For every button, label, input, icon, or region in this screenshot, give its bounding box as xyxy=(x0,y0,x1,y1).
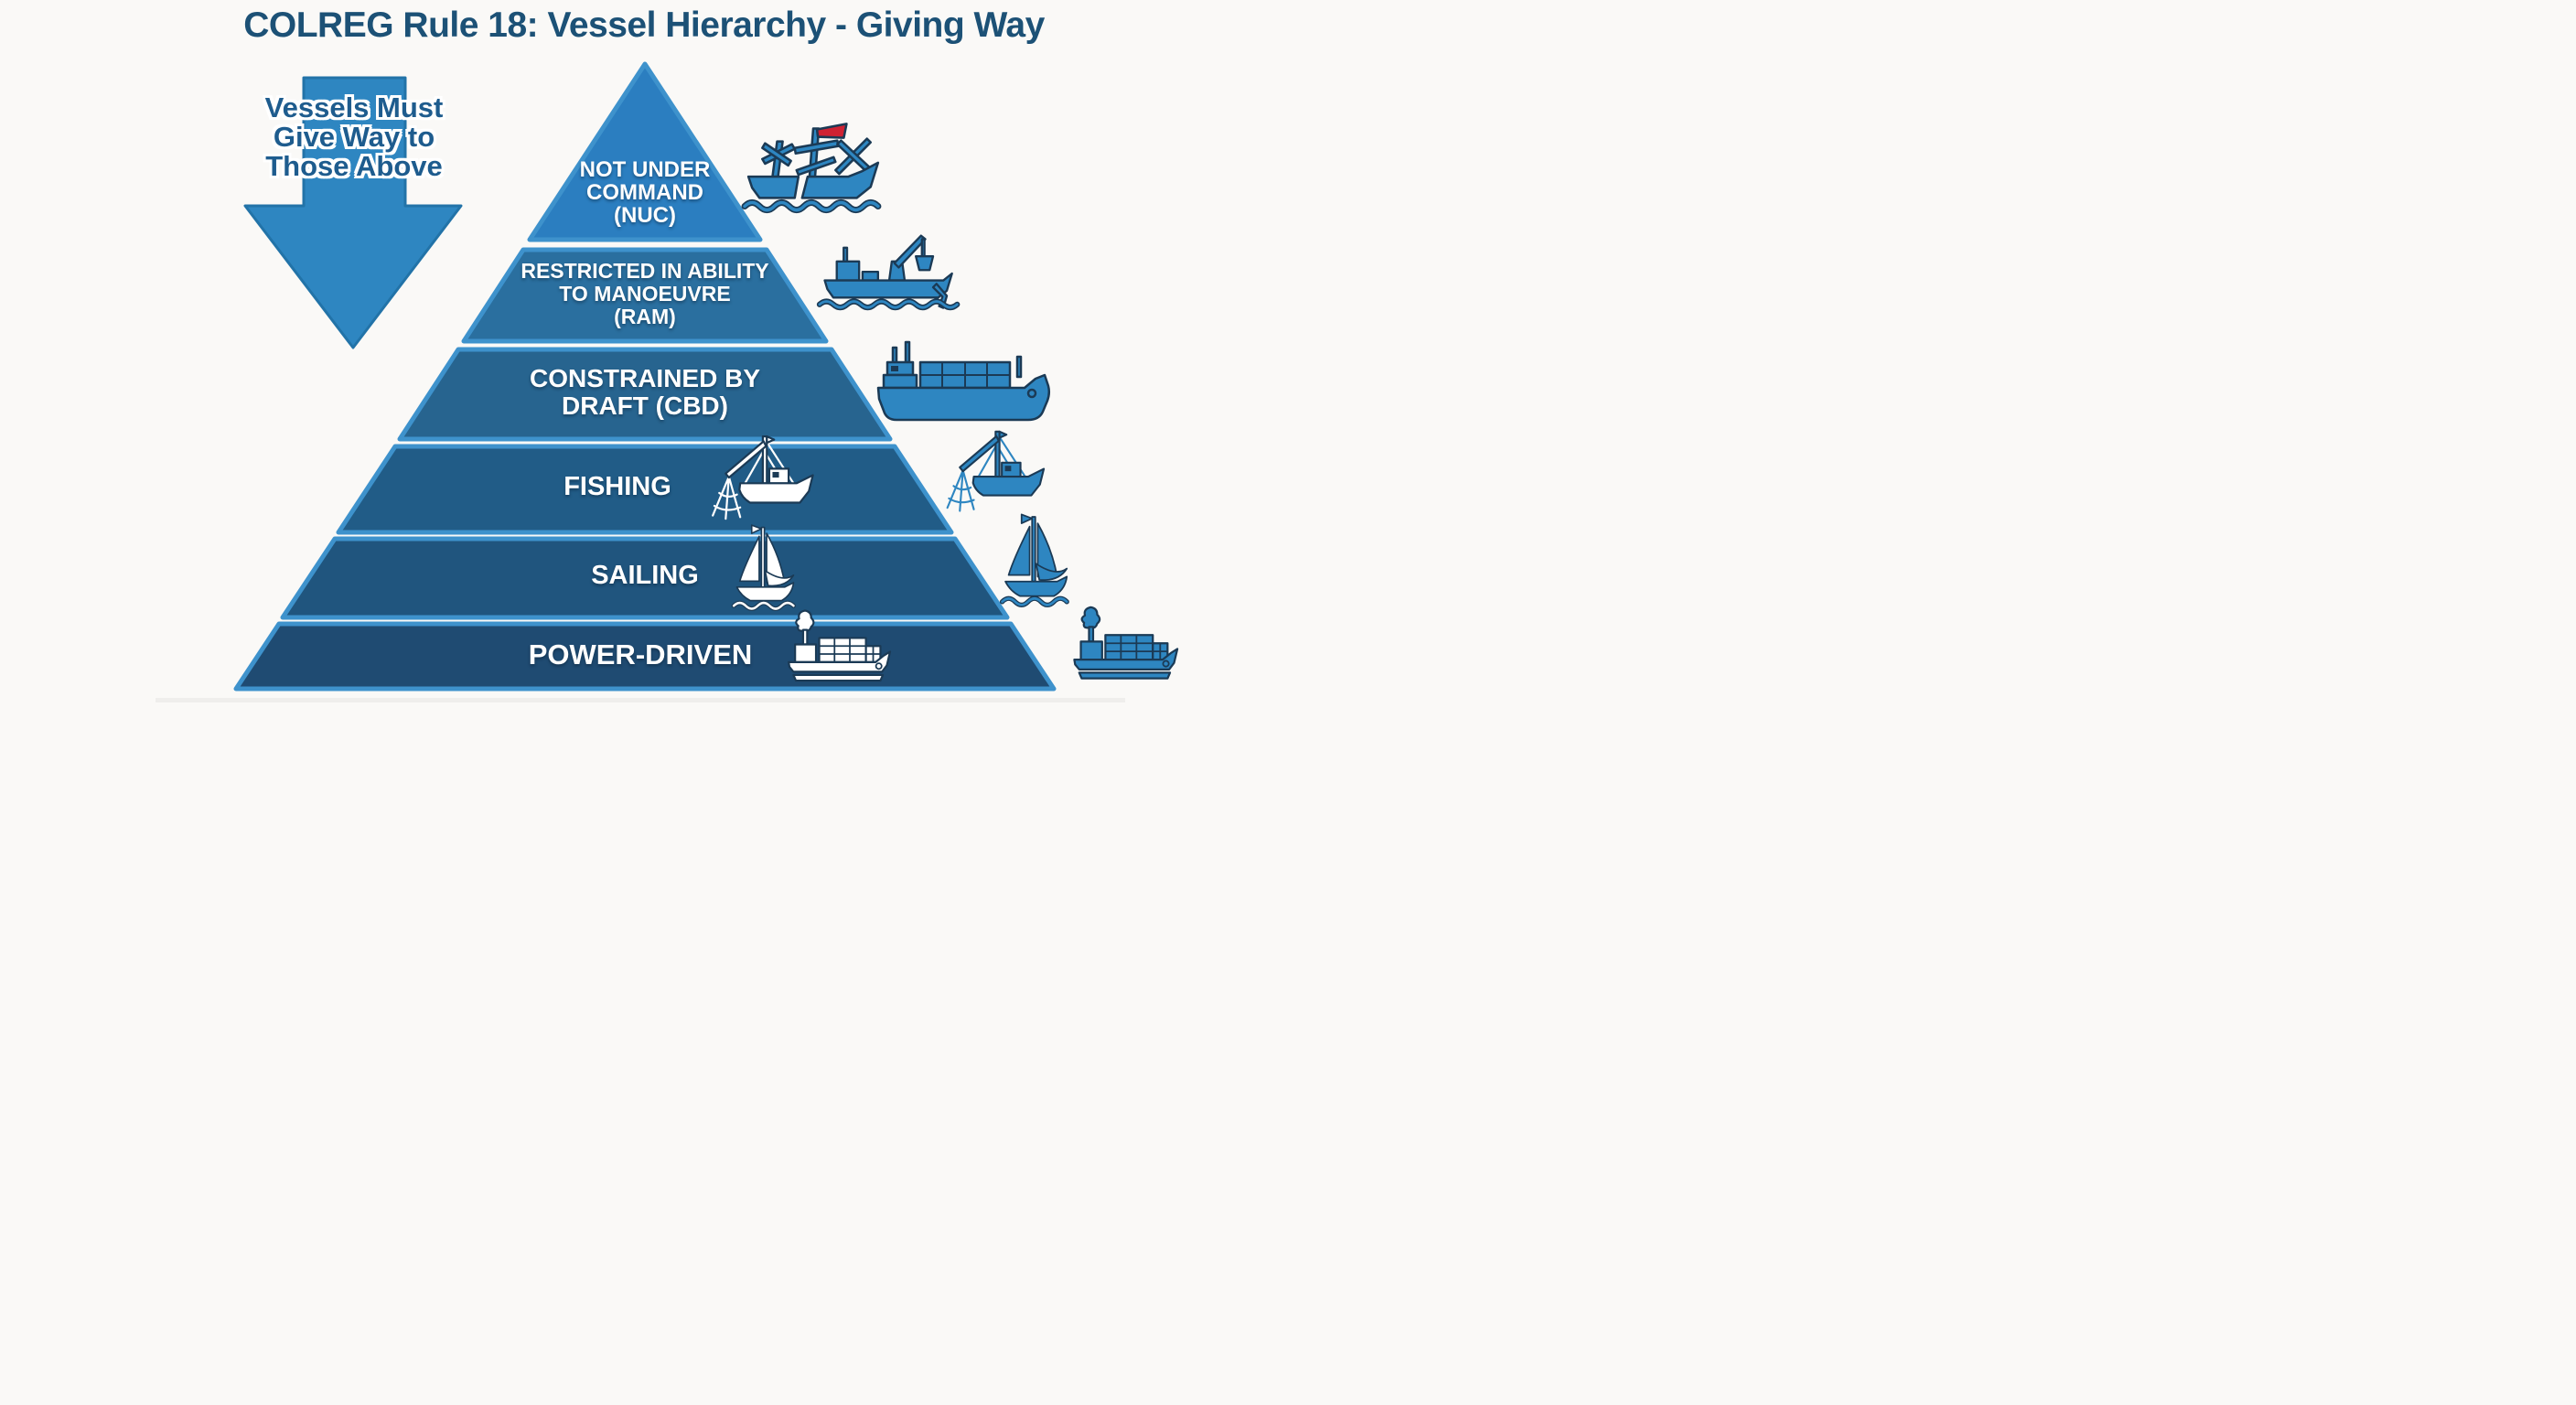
fishing-trawler-icon xyxy=(693,430,831,527)
label-line: DRAFT (CBD) xyxy=(562,391,728,420)
bottom-shadow-line xyxy=(156,698,1125,702)
label-constrained-by-draft: CONSTRAINED BY DRAFT (CBD) xyxy=(407,365,883,420)
container-ship-icon xyxy=(761,607,898,688)
colreg-hierarchy-diagram: COLREG Rule 18: Vessel Hierarchy - Givin… xyxy=(0,0,1288,702)
label-not-under-command: NOT UNDER COMMAND (NUC) xyxy=(499,158,791,227)
label-line: POWER-DRIVEN xyxy=(528,638,753,670)
sailboat-icon-blue xyxy=(997,510,1070,607)
band-cbd xyxy=(397,347,893,442)
damaged-ship-icon xyxy=(739,117,887,220)
label-line: RESTRICTED IN ABILITY xyxy=(521,259,769,283)
label-line: SAILING xyxy=(591,561,699,590)
label-restricted-in-ability: RESTRICTED IN ABILITY TO MANOEUVRE (RAM) xyxy=(453,260,837,328)
label-sailing: SAILING xyxy=(389,561,901,591)
arrow-label-line: Those Above xyxy=(265,150,443,183)
container-ship-icon-blue xyxy=(1046,604,1186,686)
label-line: (RAM) xyxy=(614,305,676,328)
label-line: TO MANOEUVRE xyxy=(559,282,731,306)
label-line: FISHING xyxy=(564,472,671,501)
band-nuc xyxy=(527,61,763,242)
label-line: (NUC) xyxy=(614,203,676,228)
sailboat-icon xyxy=(729,521,797,611)
arrow-label-line: Give Way to xyxy=(273,121,435,154)
label-line: NOT UNDER xyxy=(579,157,711,182)
page-title: COLREG Rule 18: Vessel Hierarchy - Givin… xyxy=(243,5,1045,45)
arrow-label-line: Vessels Must xyxy=(264,91,444,123)
deep-draft-cargo-ship-icon xyxy=(871,335,1054,426)
fishing-trawler-icon-blue xyxy=(928,425,1061,519)
pyramid xyxy=(233,61,1057,692)
band-ram xyxy=(461,247,829,344)
label-line: CONSTRAINED BY xyxy=(529,364,760,392)
give-way-arrow xyxy=(243,76,463,349)
label-power-driven: POWER-DRIVEN xyxy=(384,638,896,671)
crane-dredger-ship-icon xyxy=(812,231,968,316)
band-fishing xyxy=(336,444,954,535)
arrow-label: Vessels Must Give Way to Those Above xyxy=(212,91,496,183)
band-sailing xyxy=(280,536,1010,620)
label-fishing: FISHING xyxy=(361,472,874,502)
label-line: COMMAND xyxy=(586,180,703,205)
